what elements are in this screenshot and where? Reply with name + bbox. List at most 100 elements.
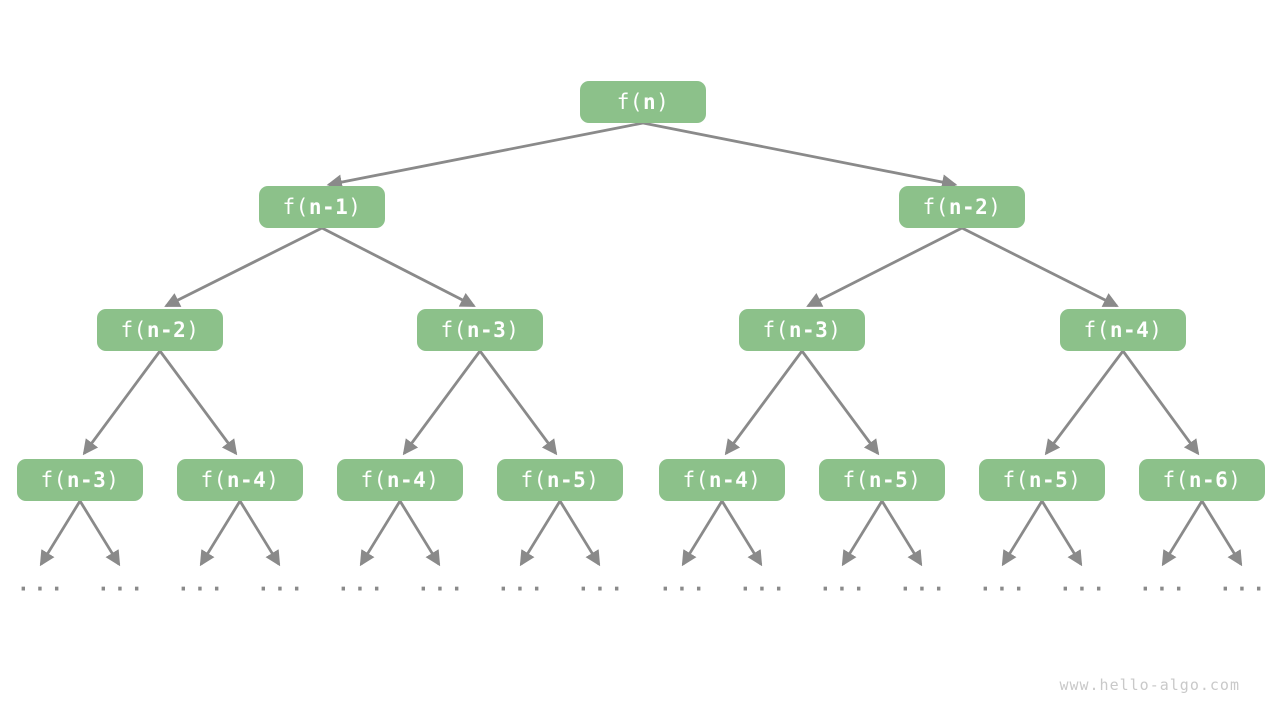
- tree-edge: [1161, 500, 1204, 567]
- tree-edge: [720, 500, 763, 567]
- ellipsis-label: ...: [257, 571, 307, 596]
- tree-edge: [800, 350, 880, 456]
- tree-node: f(n-4): [337, 459, 463, 501]
- ellipsis-label: ...: [899, 571, 949, 596]
- node-label-post: ): [1228, 467, 1242, 492]
- node-label-post: ): [656, 89, 670, 114]
- node-label-pre: f(: [762, 317, 789, 342]
- node-label-post: ): [988, 194, 1002, 219]
- node-label-post: ): [106, 467, 120, 492]
- tree-node: f(n-5): [819, 459, 945, 501]
- tree-edge: [199, 500, 242, 567]
- node-label-arg: n-4: [708, 467, 749, 492]
- tree-edge: [642, 121, 958, 190]
- tree-node: f(n): [580, 81, 706, 123]
- tree-edge: [961, 226, 1119, 308]
- tree-edge: [402, 350, 482, 456]
- node-label-arg: n-4: [1109, 317, 1150, 342]
- node-label-arg: n-1: [308, 194, 349, 219]
- tree-edge: [39, 500, 82, 567]
- ellipsis-label: ...: [577, 571, 627, 596]
- node-label-pre: f(: [1002, 467, 1029, 492]
- ellipsis-label: ...: [417, 571, 467, 596]
- ellipsis-label: ...: [739, 571, 789, 596]
- ellipsis-label: ...: [17, 571, 67, 596]
- node-label-pre: f(: [282, 194, 309, 219]
- tree-edge: [681, 500, 724, 567]
- tree-node: f(n-3): [17, 459, 143, 501]
- node-label-post: ): [828, 317, 842, 342]
- ellipsis-label: ...: [979, 571, 1029, 596]
- node-label-post: ): [1068, 467, 1082, 492]
- node-label-post: ): [348, 194, 362, 219]
- node-label-arg: n-5: [1028, 467, 1069, 492]
- ellipsis-label: ...: [337, 571, 387, 596]
- ellipsis-label: ...: [97, 571, 147, 596]
- node-label-arg: n-4: [386, 467, 427, 492]
- tree-node: f(n-4): [1060, 309, 1186, 351]
- ellipsis-label: ...: [1219, 571, 1269, 596]
- tree-node: f(n-4): [659, 459, 785, 501]
- ellipsis-label: ...: [1139, 571, 1189, 596]
- node-label-post: ): [266, 467, 280, 492]
- tree-node: f(n-2): [899, 186, 1025, 228]
- tree-node: f(n-3): [739, 309, 865, 351]
- tree-edge: [519, 500, 562, 567]
- tree-edge: [806, 226, 963, 308]
- tree-edge: [359, 500, 402, 567]
- tree-edge: [478, 350, 558, 456]
- node-label-pre: f(: [1162, 467, 1189, 492]
- node-label-pre: f(: [360, 467, 387, 492]
- watermark: www.hello-algo.com: [1059, 676, 1240, 694]
- tree-edge: [1040, 500, 1083, 567]
- node-label-arg: n-3: [66, 467, 107, 492]
- node-label-post: ): [748, 467, 762, 492]
- node-label-pre: f(: [1083, 317, 1110, 342]
- node-label-arg: n-4: [226, 467, 267, 492]
- tree-node: f(n-4): [177, 459, 303, 501]
- tree-edge: [158, 350, 238, 456]
- ellipsis-label: ...: [1059, 571, 1109, 596]
- tree-edge: [78, 500, 121, 567]
- tree-edge: [321, 226, 476, 308]
- tree-edge: [724, 350, 804, 456]
- node-label-post: ): [426, 467, 440, 492]
- tree-edge: [558, 500, 601, 567]
- tree-edge: [880, 500, 923, 567]
- tree-node: f(n-2): [97, 309, 223, 351]
- node-label-pre: f(: [440, 317, 467, 342]
- node-label-pre: f(: [922, 194, 949, 219]
- ellipsis-label: ...: [177, 571, 227, 596]
- node-label-arg: n-5: [546, 467, 587, 492]
- tree-node: f(n-3): [417, 309, 543, 351]
- tree-edge: [326, 121, 644, 190]
- tree-edge: [82, 350, 162, 456]
- tree-edge: [1001, 500, 1044, 567]
- node-label-pre: f(: [842, 467, 869, 492]
- node-label-arg: n-3: [466, 317, 507, 342]
- node-label-arg: n-3: [788, 317, 829, 342]
- ellipsis-label: ...: [819, 571, 869, 596]
- tree-edge: [164, 226, 323, 308]
- node-label-arg: n-5: [868, 467, 909, 492]
- node-label-pre: f(: [40, 467, 67, 492]
- tree-node: f(n-5): [979, 459, 1105, 501]
- node-label-post: ): [506, 317, 520, 342]
- tree-edge: [1200, 500, 1243, 567]
- node-label-arg: n-2: [948, 194, 989, 219]
- tree-node: f(n-1): [259, 186, 385, 228]
- ellipsis-label: ...: [497, 571, 547, 596]
- node-label-pre: f(: [616, 89, 643, 114]
- node-label-arg: n: [642, 89, 657, 114]
- node-label-pre: f(: [682, 467, 709, 492]
- tree-edge: [238, 500, 281, 567]
- tree-edge: [398, 500, 441, 567]
- tree-edge: [1121, 350, 1200, 456]
- tree-edge: [841, 500, 884, 567]
- tree-node: f(n-5): [497, 459, 623, 501]
- node-label-post: ): [586, 467, 600, 492]
- node-label-pre: f(: [520, 467, 547, 492]
- node-label-arg: n-2: [146, 317, 187, 342]
